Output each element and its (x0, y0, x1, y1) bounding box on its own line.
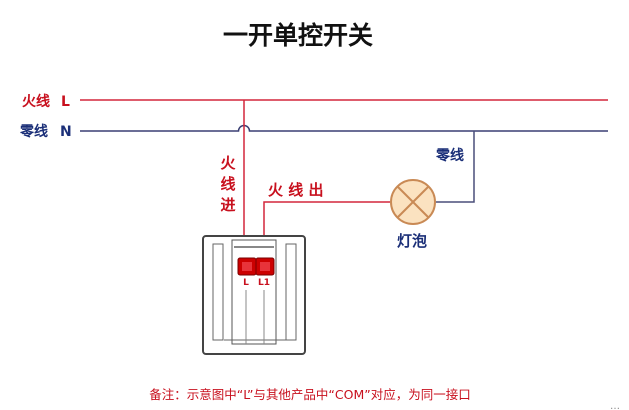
terminal-l1-label: L1 (258, 278, 270, 288)
watermark: … (610, 401, 620, 410)
live-in-label-1: 火 (220, 154, 236, 172)
switch-box (202, 235, 306, 355)
neutral-wire-label: 零线 (19, 123, 48, 140)
live-wire-label: 火线 (22, 93, 50, 110)
live-out-wire (263, 201, 390, 244)
terminal-l1 (255, 257, 275, 276)
lamp-neutral-wire (436, 131, 475, 203)
diagram-title: 一开单控开关 (223, 21, 373, 50)
live-in-label-3: 进 (220, 196, 235, 214)
neutral-wire (80, 124, 608, 132)
live-in-label-2: 线 (220, 175, 235, 193)
lamp-icon (390, 179, 436, 225)
lamp-label: 灯泡 (397, 232, 427, 250)
neutral-wire-letter: N (60, 124, 72, 140)
live-wire-letter: L (61, 94, 70, 110)
footnote: 备注：示意图中“L”与其他产品中“COM”对应，为同一接口 (149, 387, 470, 402)
terminal-l-label: L (243, 278, 249, 288)
lamp-neutral-label: 零线 (435, 147, 464, 164)
live-out-label: 火 线 出 (268, 181, 323, 199)
terminal-l (237, 257, 257, 276)
